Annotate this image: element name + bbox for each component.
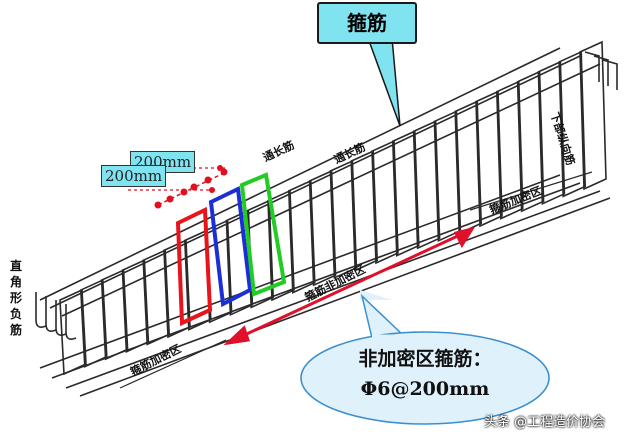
longitudinal-bar-bottom [79,197,611,397]
stirrup [558,50,587,198]
stirrup [308,169,337,287]
stirrup [495,80,524,220]
watermark: 头条 @工程造价协会 [484,415,606,430]
stirrup [100,268,129,361]
stirrup [183,229,212,331]
end-hook [602,59,618,90]
nondense-span-arrow [223,226,476,346]
stirrup [516,70,545,213]
stirrup [350,149,379,272]
negative-bar-hook [45,296,57,332]
stirrup [59,288,87,376]
stirrup [142,249,171,346]
negative-bar-hook [55,300,67,336]
longitudinal-bar-bottom [65,190,601,389]
label-right-angle-negative-bar: 直角形负筋 [10,259,23,337]
oval-callout-text: 非加密区箍筋： Φ6@200mm [330,344,520,404]
negative-bar-hook [65,304,77,340]
stirrup [579,40,607,191]
rebar-cage [35,40,618,397]
dimension-label-lower: 200mm [101,165,167,187]
stirrup [412,120,441,250]
oval-callout [300,290,550,425]
stirrup [121,259,150,354]
stirrup-red [175,206,213,327]
stirrup [329,159,358,280]
callout-top-pointer [366,37,401,127]
end-hook [593,55,609,86]
stirrup [537,60,566,206]
stirrup-blue [208,185,253,308]
longitudinal-bar-top [39,47,561,301]
negative-bar-hook [35,292,47,328]
callout-stirrup-label: 箍筋 [317,2,417,44]
stirrup [371,139,399,265]
stirrup-green [239,172,287,297]
end-hook [584,51,600,82]
stirrup [267,189,295,302]
oval-callout-line1: 非加密区箍筋： [358,348,492,370]
stirrup [454,100,483,235]
zone-brackets [119,171,593,389]
stirrup [391,130,420,257]
stirrup [79,278,108,368]
stirrup [475,90,503,228]
stirrup [287,179,316,294]
longitudinal-bar-top [49,55,581,309]
oval-callout-line2: Φ6@200mm [360,378,490,400]
